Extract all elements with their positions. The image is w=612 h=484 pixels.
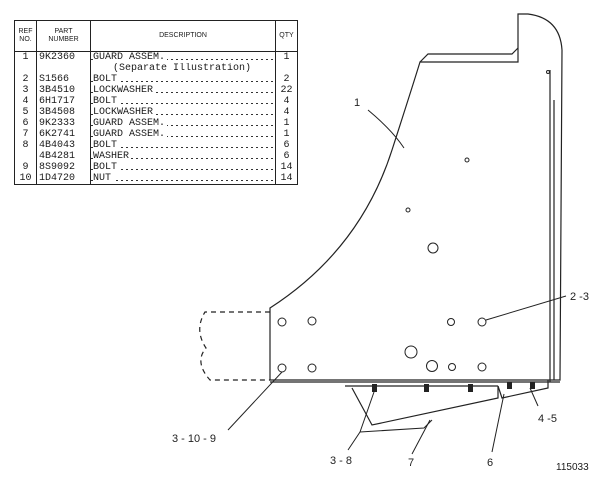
header-ref-no: REF NO. [14,20,37,52]
cell-qty: 6 [275,140,298,151]
cell-qty: 1 [275,51,298,63]
cell-qty: 1 [275,129,298,140]
header-part-number: PART NUMBER [36,20,91,52]
leader-1 [367,109,405,149]
callout-7: 7 [408,457,414,469]
table-row: 4B4281 WASHER 6 [14,151,298,162]
large-hole [426,360,438,372]
small-hole [464,157,470,163]
callout-3-10-9: 3 - 10 - 9 [172,433,216,445]
description-text: BOLT [93,140,120,151]
table-row: 7 6K2741 GUARD ASSEM. 1 [14,129,298,140]
description-text: GUARD ASSEM. [93,118,168,129]
leader-6 [491,393,505,453]
figure-number: 115033 [556,462,589,473]
table-header-row: REF NO. PART NUMBER DESCRIPTION QTY [14,20,298,52]
bolt-head [468,384,473,392]
description-text: LOCKWASHER [93,85,156,96]
cell-qty: 22 [275,85,298,96]
description-text: NUT [93,173,114,184]
bolt-hole [477,362,487,372]
description-text: GUARD ASSEM. [93,129,168,140]
callout-labels: 1 2 -3 4 -5 3 - 10 - 9 3 - 8 7 6 [172,97,589,469]
header-description: DESCRIPTION [90,20,276,52]
table-row: 3 3B4510 LOCKWASHER 22 [14,85,298,96]
leader-3-10-9 [227,371,283,431]
cell-qty [275,63,298,74]
callout-4-5: 4 -5 [538,413,557,425]
bolt-hole [448,363,456,371]
table-row: (Separate Illustration) [14,63,298,74]
small-hole [405,207,411,213]
top-bracket-outline [419,47,519,63]
leader-lines [227,109,567,455]
table-row: 8 4B4043 BOLT 6 [14,140,298,151]
lower-guard-7-outline [351,386,499,426]
callout-2-3: 2 -3 [570,291,589,303]
table-row: 10 1D4720 NUT 14 [14,173,298,185]
leader-3-8 [347,391,433,451]
bolt-head [424,384,429,392]
callout-6: 6 [487,457,493,469]
guard-outline [199,13,563,426]
parts-list-table: REF NO. PART NUMBER DESCRIPTION QTY 1 9K… [14,20,298,185]
leader-2-3 [485,295,567,321]
cell-qty: 4 [275,96,298,107]
header-qty: QTY [275,20,298,52]
bolt-head [530,382,535,389]
bolt-hole [307,316,317,326]
bolt-hole [277,317,287,327]
cell-qty: 2 [275,74,298,85]
bolt-holes [277,70,550,373]
callout-3-8: 3 - 8 [330,455,352,467]
leader-4-5 [529,387,539,407]
table-row: 2 S1566 BOLT 2 [14,74,298,85]
description-text: WASHER [93,151,132,162]
bolt-head [372,384,377,392]
bolt-hole [277,363,287,373]
bolt-head [507,382,512,389]
large-hole [404,345,418,359]
table-row: 4 6H1717 BOLT 4 [14,96,298,107]
large-hole [427,242,439,254]
bolt-hole [447,318,455,326]
description-text: (Separate Illustration) [112,63,254,74]
callout-1: 1 [354,97,360,109]
table-row: 5 3B4508 LOCKWASHER 4 [14,107,298,118]
description-text: LOCKWASHER [93,107,156,118]
small-hole [546,70,550,74]
description-text: BOLT [93,74,120,85]
table-row: 1 9K2360 GUARD ASSEM. 1 [14,51,298,63]
cell-qty: 4 [275,107,298,118]
bolt-hole [477,317,487,327]
side-guard-6-outline [497,380,549,399]
table-row: 9 8S9092 BOLT 14 [14,162,298,173]
cell-qty: 1 [275,118,298,129]
cell-qty: 14 [275,173,298,185]
description-text: BOLT [93,162,120,173]
cell-qty: 6 [275,151,298,162]
cell-qty: 14 [275,162,298,173]
leader-7 [411,419,431,455]
description-text: GUARD ASSEM. [93,52,168,63]
description-text: BOLT [93,96,120,107]
table-row: 6 9K2333 GUARD ASSEM. 1 [14,118,298,129]
bolt-heads [372,382,535,392]
bolt-hole [307,363,317,373]
mating-part-outline [199,311,270,381]
guard-panel-outline [269,13,563,381]
